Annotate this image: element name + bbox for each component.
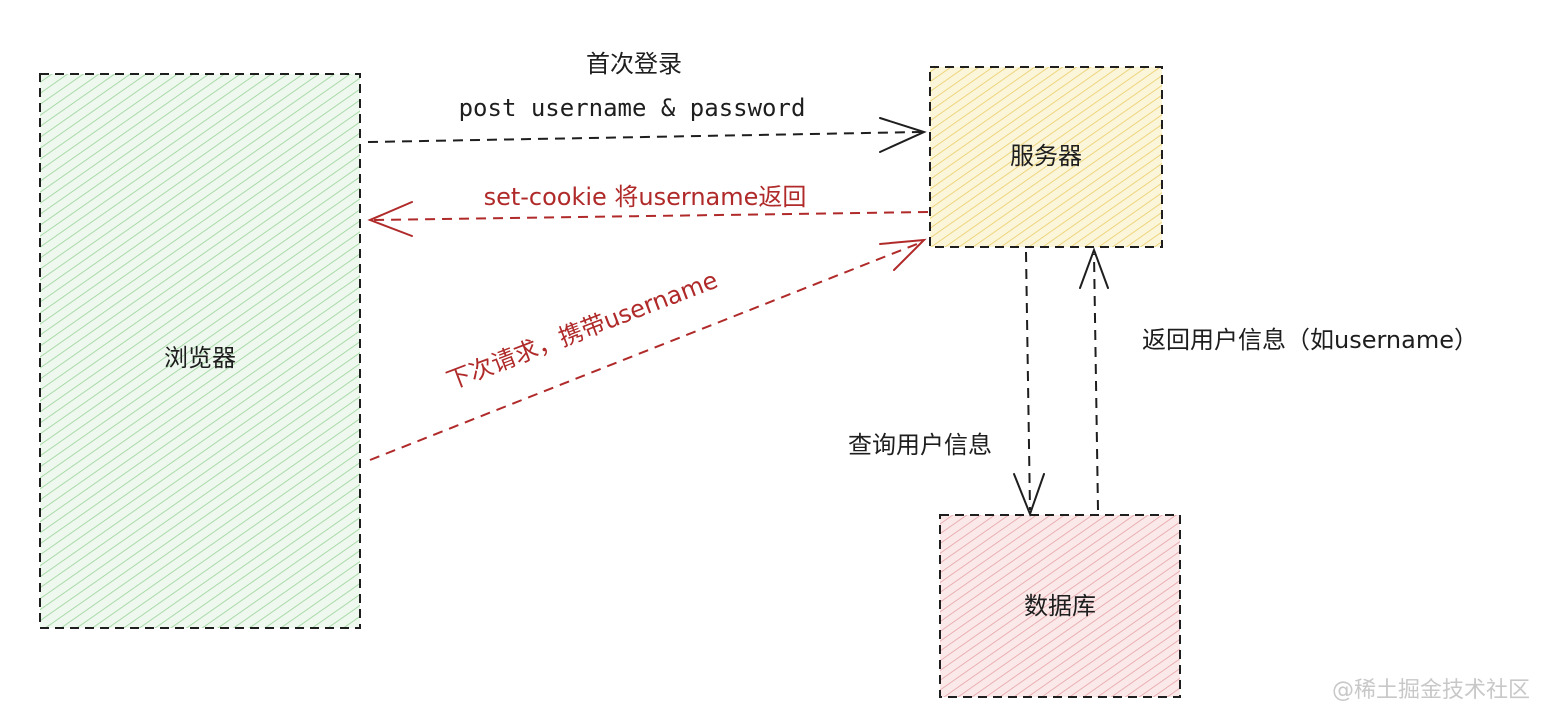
database-node: 数据库 [939, 514, 1181, 698]
edge-next-request [369, 238, 927, 461]
database-label: 数据库 [1024, 592, 1096, 620]
arrowhead-icon [879, 238, 927, 271]
arrowhead-icon [1079, 247, 1109, 289]
browser-node: 浏览器 [39, 73, 361, 629]
return-user-label: 返回用户信息（如username） [1142, 326, 1478, 354]
server-label: 服务器 [1010, 142, 1082, 170]
query-user-label: 查询用户信息 [848, 431, 992, 459]
arrowhead-icon [1013, 473, 1045, 517]
server-node: 服务器 [929, 66, 1163, 248]
arrowhead-icon [367, 201, 413, 237]
login-post-label: post username & password [459, 94, 806, 122]
login-title-label: 首次登录 [586, 50, 682, 78]
browser-label: 浏览器 [164, 344, 236, 372]
watermark: @稀土掘金技术社区 [1332, 678, 1530, 703]
edge-query-user [1013, 251, 1045, 517]
edge-return-user [1079, 247, 1109, 511]
edge-set-cookie [367, 201, 929, 237]
arrowhead-icon [879, 117, 927, 153]
set-cookie-label: set-cookie 将username返回 [484, 183, 807, 211]
edge-login [367, 117, 927, 153]
